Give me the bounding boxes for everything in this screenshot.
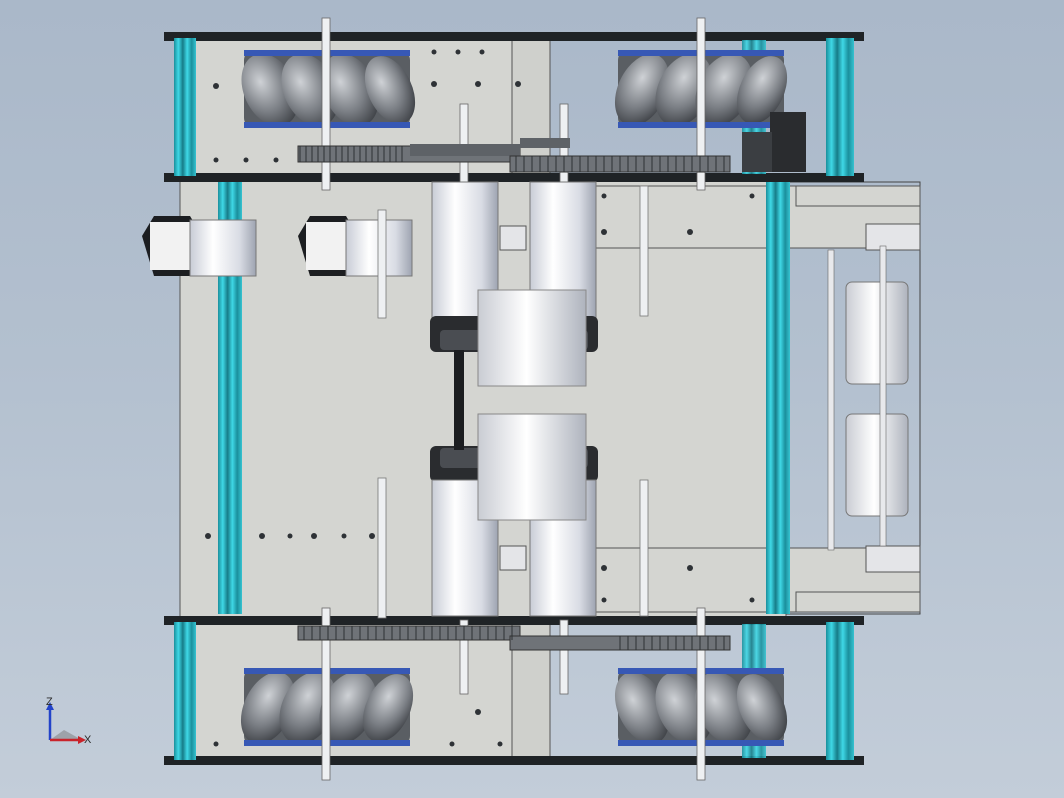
servo-left-inner[interactable] [298, 216, 413, 277]
z-axis-label: Z [46, 696, 53, 708]
x-axis-label: X [84, 734, 92, 746]
triad-axes-icon [46, 702, 86, 744]
support-rods [377, 185, 649, 619]
coordinate-triad [38, 696, 98, 756]
top-rail[interactable] [164, 32, 864, 182]
servo-top-right[interactable] [742, 112, 806, 172]
servo-left-outer[interactable] [142, 216, 257, 277]
center-roller-stack[interactable] [454, 289, 587, 521]
motor-brackets [499, 223, 921, 573]
top-gear-train[interactable] [297, 138, 731, 173]
mounting-holes [205, 49, 755, 747]
bottom-rail[interactable] [164, 616, 864, 765]
intake-roller-right[interactable] [827, 245, 909, 551]
bottom-gear-train[interactable] [297, 625, 731, 651]
